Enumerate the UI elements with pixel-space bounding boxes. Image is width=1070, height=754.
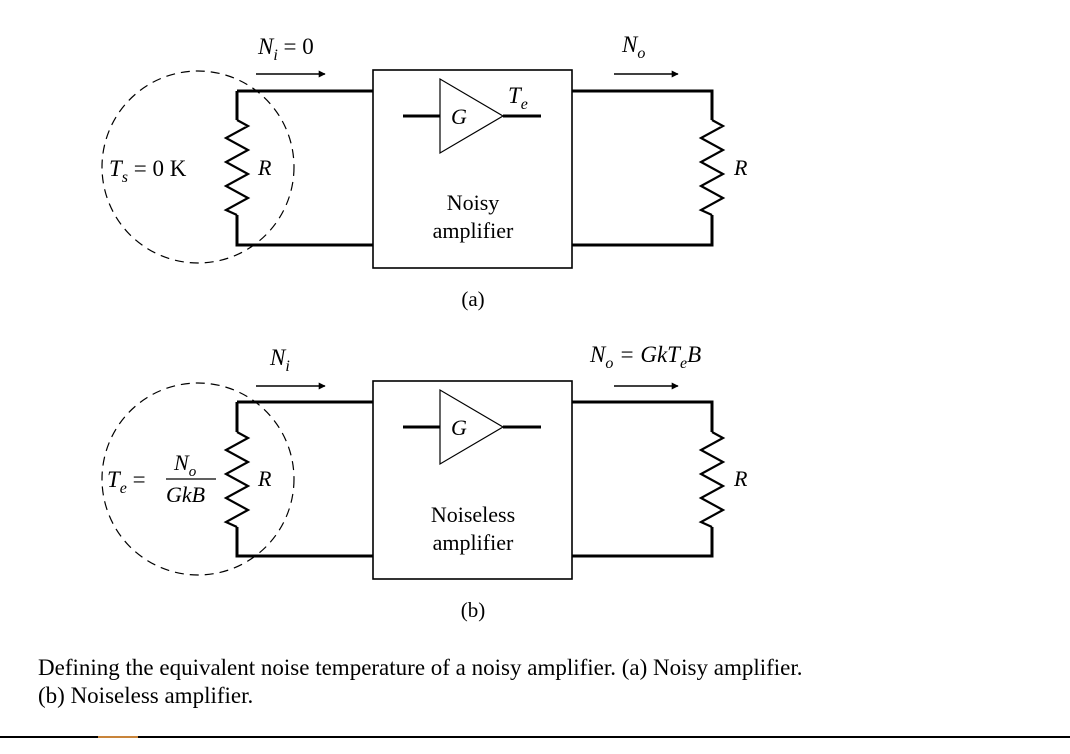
input-noise-label-a: Ni = 0 — [257, 34, 314, 64]
source-resistor-a — [223, 119, 251, 217]
amplifier-triangle-b — [439, 388, 505, 466]
source-boundary-b — [101, 382, 295, 576]
source-wire-top-a — [235, 89, 373, 120]
figure-caption: Defining the equivalent noise temperatur… — [38, 654, 1058, 710]
load-resistor-a — [698, 119, 726, 217]
box-text-a-line1: Noisy — [447, 190, 500, 215]
load-wire-bottom-a — [572, 215, 714, 247]
te-label-a: Te — [508, 83, 528, 113]
amplifier-triangle-a — [439, 77, 505, 155]
page-rule-accent — [98, 736, 138, 738]
box-text-b-line1: Noiseless — [431, 502, 515, 527]
source-temperature-label-a: Ts = 0 K — [109, 156, 187, 186]
source-boundary-a — [101, 70, 295, 264]
source-resistor-label-a: R — [257, 155, 272, 180]
gain-label-a: G — [451, 104, 467, 129]
source-resistor-label-b: R — [257, 466, 272, 491]
source-wire-bottom-b — [235, 527, 373, 558]
source-wire-top-b — [235, 400, 373, 432]
equivalent-temperature-label-b: Te = — [107, 467, 146, 497]
box-text-a-line2: amplifier — [433, 218, 514, 243]
panel-label-a: (a) — [461, 287, 484, 311]
box-text-b-line2: amplifier — [433, 530, 514, 555]
caption-line-1: Defining the equivalent noise temperatur… — [38, 655, 803, 680]
load-wire-bottom-b — [572, 527, 714, 558]
load-resistor-label-b: R — [733, 466, 748, 491]
source-resistor-b — [223, 431, 251, 529]
caption-line-2: (b) Noiseless amplifier. — [38, 683, 254, 708]
page-bottom-rule — [0, 736, 1070, 738]
load-resistor-label-a: R — [733, 155, 748, 180]
diagram-b: G Noiseless amplifier R R Te = No GkB Ni… — [101, 342, 748, 622]
gain-label-b: G — [451, 415, 467, 440]
diagram-a: G Te Noisy amplifier R R Ts = 0 K Ni = 0… — [101, 32, 748, 311]
output-noise-label-b: No = GkTeB — [589, 342, 701, 372]
load-wire-top-b — [572, 400, 714, 432]
load-wire-top-a — [572, 89, 714, 120]
fraction-denominator-b: GkB — [166, 482, 205, 507]
fraction-numerator-b: No — [173, 450, 197, 480]
panel-label-b: (b) — [461, 598, 486, 622]
output-noise-label-a: No — [621, 32, 645, 62]
load-resistor-b — [698, 431, 726, 529]
input-noise-label-b: Ni — [269, 345, 290, 375]
source-wire-bottom-a — [235, 215, 373, 247]
